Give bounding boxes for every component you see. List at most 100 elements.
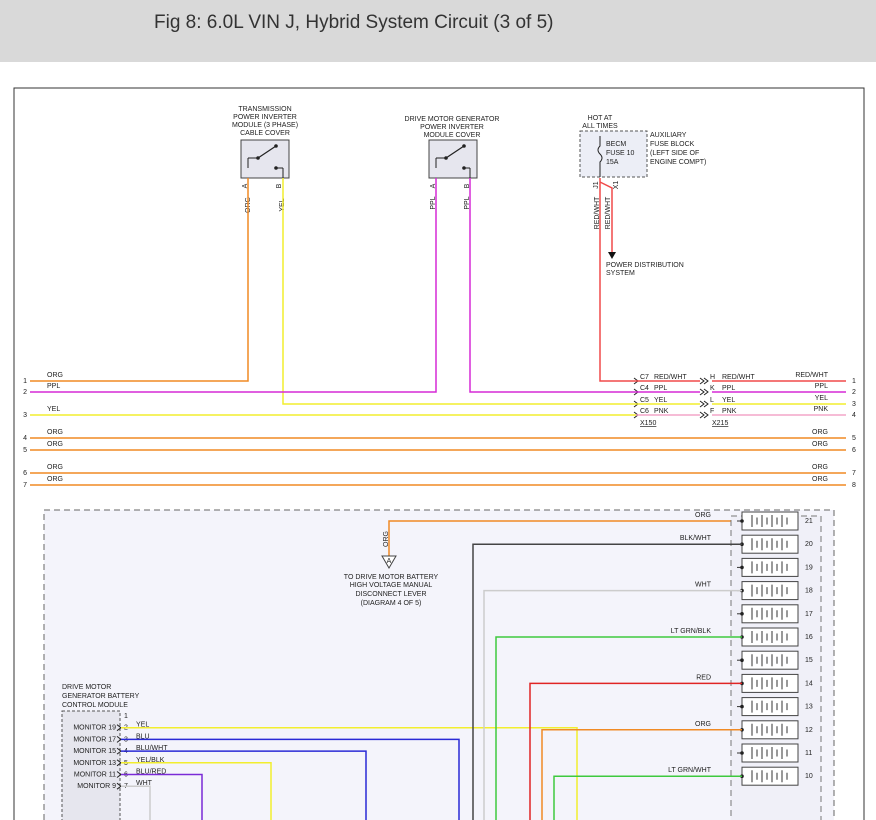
battery-wire-label: BLK/WHT [680,535,712,542]
fuse-pin-left: J1 [593,181,600,189]
tpim-pin-a: A [242,183,249,188]
figure-title: Fig 8: 6.0L VIN J, Hybrid System Circuit… [154,12,554,33]
monitor-wire-label: WHT [136,780,153,787]
battery-wire-label: LT GRN/WHT [668,767,712,774]
fuse-name-2: FUSE 10 [606,150,635,157]
disconnect-pin-triangle [381,555,397,569]
connector-c-wire: PNK [654,408,669,415]
cable-left-label: ORG [47,441,63,448]
disconnect-org-wire [388,520,737,556]
figure-header: Fig 8: 6.0L VIN J, Hybrid System Circuit… [0,0,876,62]
battery-cell-number: 12 [805,727,813,734]
battery-wire [541,729,742,820]
connector-c-wire: PPL [654,385,667,392]
connector-h-name: X215 [712,420,728,427]
becm-label-1: DRIVE MOTOR [62,684,111,691]
battery-cell-node [740,565,744,570]
cable-right-label: YEL [815,395,828,402]
cable-right-label: ORG [812,429,828,436]
connector-h-pin: K [710,385,715,392]
battery-cell-number: 13 [805,704,813,711]
cable-right-number: 1 [852,378,856,385]
power-dist-label-1: POWER DISTRIBUTION [606,262,684,269]
battery-cell-number: 16 [805,634,813,641]
battery-cell-node [740,612,744,616]
dmgpim-module-cover: DRIVE MOTOR GENERATOR POWER INVERTER MOD… [405,116,500,210]
monitor-name: MONITOR 19 [73,725,116,732]
monitor-wire [121,738,460,820]
battery-wire [483,589,742,820]
tpim-pin-b: B [276,183,283,188]
fuse-name-1: BECM [606,141,626,148]
connector-h-wire: RED/WHT [722,374,755,381]
fuse-wire-left: RED/WHT [594,196,601,229]
cable-left-label: YEL [47,406,60,413]
disconnect-pin: A [387,558,392,565]
cable-right-label: ORG [812,476,828,483]
dmgpim-wire-b: PPL [464,196,471,209]
dmgpim-label-2: POWER INVERTER [420,124,484,131]
tpim-label-1: TRANSMISSION [238,106,291,113]
connector-h-terminal [699,400,709,408]
monitor-wire-label: BLU/WHT [136,745,168,752]
dmgpim-ppl-wire-a [30,178,437,393]
becm-label-3: CONTROL MODULE [62,702,128,709]
becm-label-2: GENERATOR BATTERY [62,693,140,700]
battery-cell-node [740,751,744,755]
battery-wire [529,682,742,820]
connector-c-pin: C7 [640,374,649,381]
fuse-wire-right: RED/WHT [605,196,612,229]
monitor-name: MONITOR 13 [73,760,116,767]
hv-disconnect-lever: A ORG TO DRIVE MOTOR BATTERY HIGH VOLTAG… [344,520,737,607]
battery-cell-number: 17 [805,611,813,618]
battery-cell-node [740,658,744,662]
tpim-org-wire [30,178,249,382]
power-dist-wire [599,181,613,252]
dmgpim-pin-a: A [430,183,437,188]
monitor-name: MONITOR 17 [73,736,116,743]
cable-left-number: 3 [23,412,27,419]
cable-right-label: PNK [814,406,829,413]
monitor-pin: 1 [124,713,128,720]
cable-left-label: ORG [47,372,63,379]
connector-h-pin: F [710,408,714,415]
cable-right-number: 5 [852,435,856,442]
cable-left-number: 5 [23,447,27,454]
cable-right-label: ORG [812,441,828,448]
fuse-symbol [597,136,603,177]
tpim-yel-wire [282,178,636,405]
fuse-box-label-4: ENGINE COMPT) [650,159,706,166]
tpim-label-2: POWER INVERTER [233,114,297,121]
disconnect-label-1: TO DRIVE MOTOR BATTERY [344,574,439,581]
battery-cell-number: 21 [805,518,813,525]
cable-right-number: 8 [852,482,856,489]
hot-at-label-2: ALL TIMES [582,123,618,130]
cable-left-label: ORG [47,464,63,471]
disconnect-label-2: HIGH VOLTAGE MANUAL [350,582,433,589]
battery-cell-number: 15 [805,657,813,664]
connector-h-terminal [699,388,709,396]
cable-left-label: PPL [47,383,60,390]
connector-h-terminal [699,411,709,419]
battery-cell [741,697,799,717]
battery-cell-number: 18 [805,588,813,595]
battery-cell [741,743,799,763]
battery-cell [741,511,799,531]
hot-at-label-1: HOT AT [588,115,613,122]
battery-cell-number: 11 [805,750,812,757]
battery-wire [553,775,742,820]
battery-cell [741,534,799,554]
dmgpim-pin-b: B [464,183,471,188]
fuse-box-label-2: FUSE BLOCK [650,141,695,148]
cable-right-number: 4 [852,412,856,419]
battery-cell [741,766,799,786]
aux-fuse-block: HOT AT ALL TIMES BECM FUSE 10 15A AUXILI… [579,115,706,277]
becm-box [61,710,121,820]
monitor-wire [121,762,272,820]
cable-left-number: 4 [23,435,27,442]
monitor-wire-label: BLU/RED [136,769,166,776]
dmgpim-wire-a: PPL [430,196,437,209]
cable-right-label: ORG [812,464,828,471]
